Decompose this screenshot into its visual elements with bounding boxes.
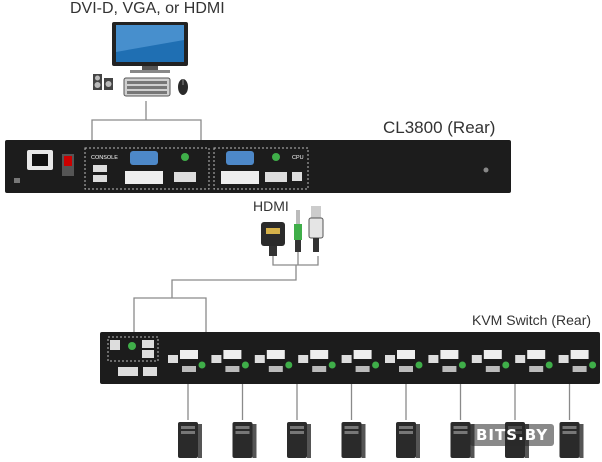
speaker-icon: [93, 74, 113, 90]
computer-tower-icon: [396, 384, 420, 458]
hdmi-cable-icon: [261, 222, 285, 256]
mouse-icon: [178, 79, 188, 95]
hdmi-label: HDMI: [253, 198, 289, 214]
kvm-port-group: [211, 350, 249, 372]
kvm-port-group: [254, 350, 293, 372]
kvm-port-group: [298, 350, 336, 372]
usb-cable-icon: [308, 206, 324, 252]
keyboard-icon: [123, 77, 171, 97]
kvm-port-groups: [168, 350, 597, 372]
kvm-port-group: [558, 350, 597, 372]
kvm-port-group: [515, 350, 553, 372]
computer-group: [178, 384, 584, 458]
console-text: CONSOLE: [91, 155, 118, 161]
computer-tower-icon: [450, 384, 475, 458]
kvm-port-group: [341, 350, 380, 372]
computer-tower-icon: [505, 384, 529, 458]
kvm-port-group: [385, 350, 423, 372]
kvm-port-group: [168, 350, 206, 372]
cl3800-rear-label: CL3800 (Rear): [383, 118, 496, 137]
audio-cable-icon: [294, 210, 302, 252]
source-options-label: DVI-D, VGA, or HDMI: [70, 0, 225, 17]
computer-tower-icon: [232, 384, 257, 458]
watermark-logo: BITS.BY: [470, 424, 555, 446]
computer-tower-icon: [559, 384, 584, 458]
computer-tower-icon: [341, 384, 366, 458]
kvm-port-group: [428, 350, 466, 372]
cl3800-rear-panel: CONSOLE CPU: [5, 140, 511, 193]
cpu-text: CPU: [292, 155, 304, 161]
computer-tower-icon: [287, 384, 311, 458]
monitor-icon: [112, 22, 188, 73]
kvm-switch-rear-label: KVM Switch (Rear): [472, 312, 592, 328]
kvm-port-group: [471, 350, 510, 372]
computer-tower-icon: [178, 384, 202, 458]
